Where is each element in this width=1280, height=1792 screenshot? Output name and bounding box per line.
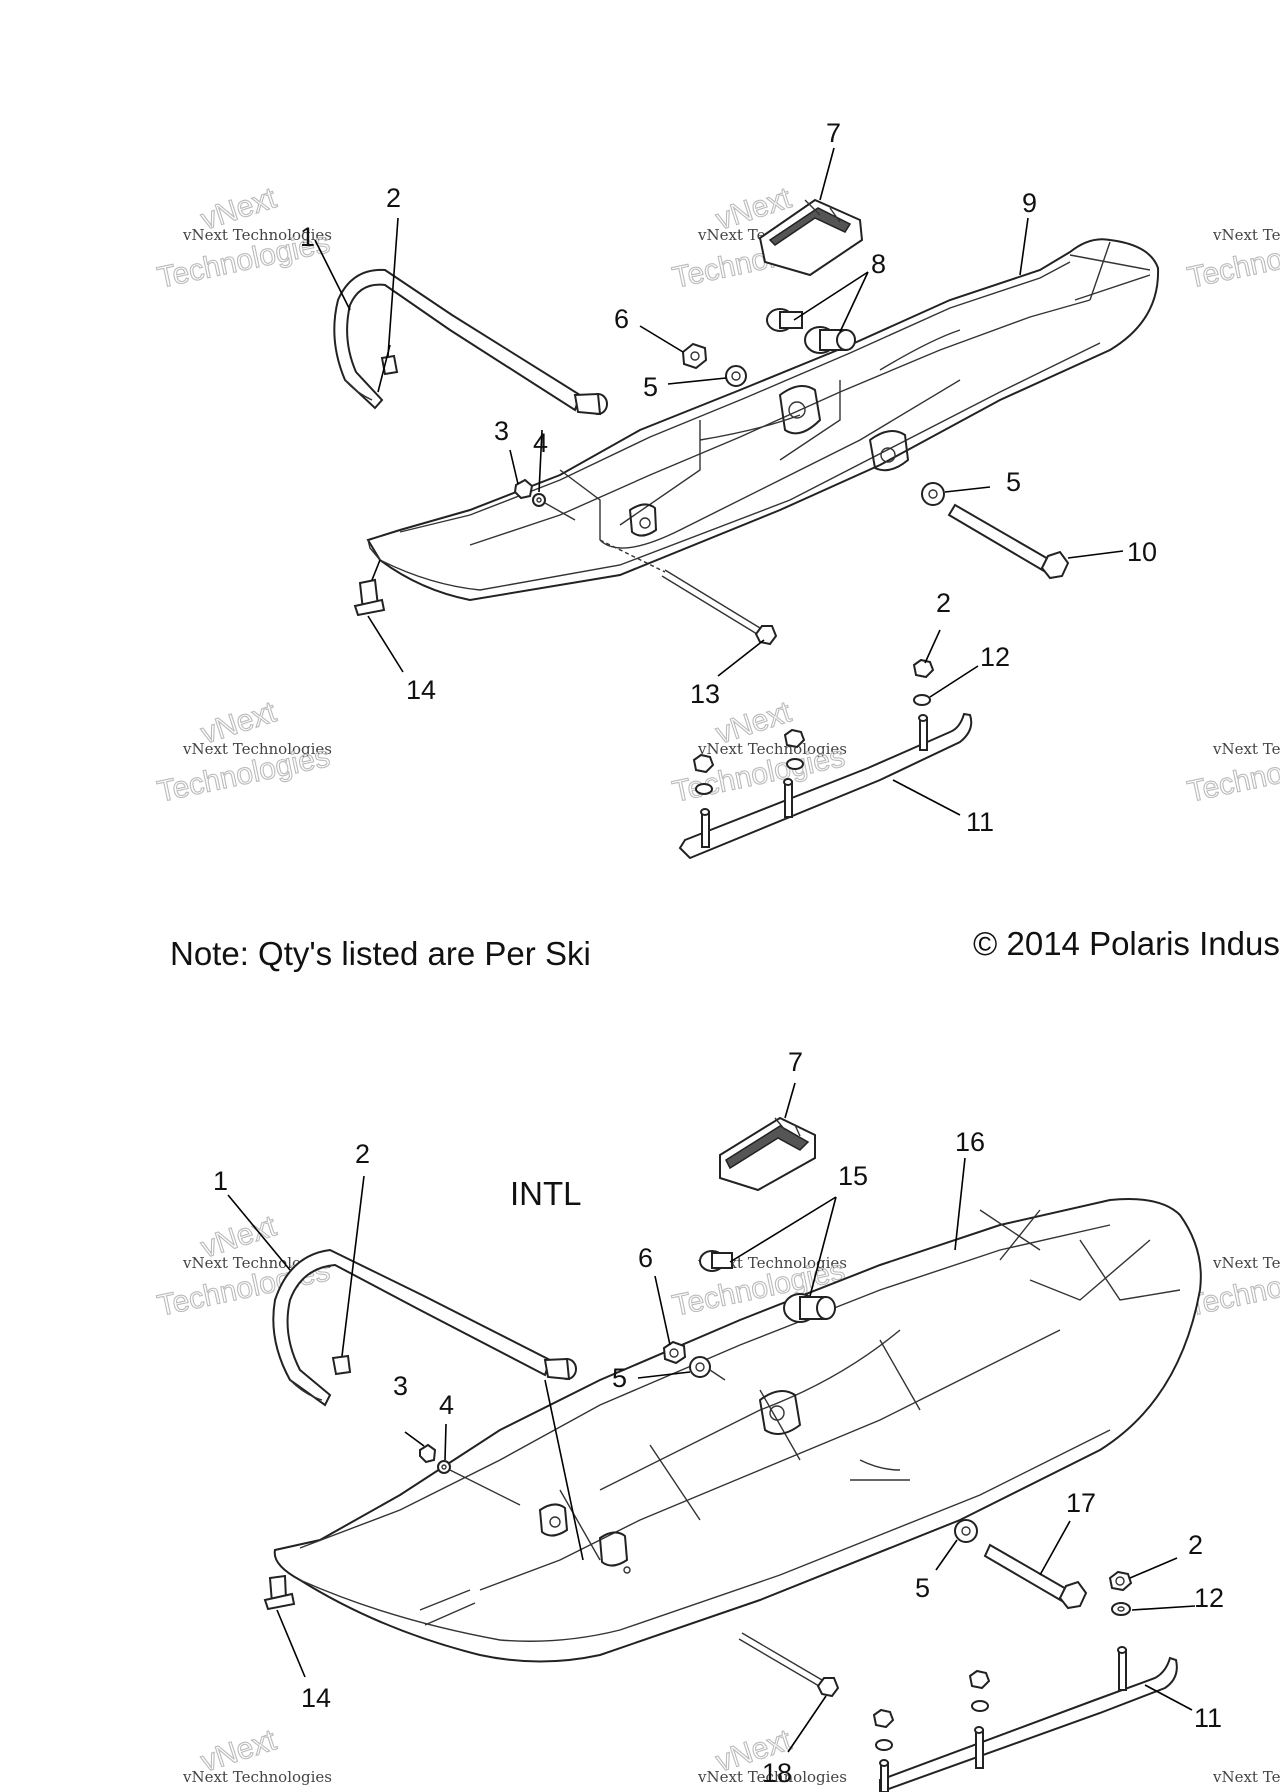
callout-7: 7	[826, 118, 841, 148]
carbide-runner-part-11	[678, 712, 973, 860]
callout-10: 10	[1127, 537, 1157, 567]
ski-body-part-9	[366, 238, 1160, 602]
nut-part-6	[681, 342, 708, 370]
runner-nuts	[872, 1669, 991, 1751]
hidden-line	[449, 1469, 521, 1506]
watermark-text: vNext Technologies	[1212, 740, 1280, 758]
watermark-text: vNext Technologies	[1212, 226, 1280, 244]
callout-14: 14	[406, 675, 436, 705]
bolt-part-18	[738, 1632, 840, 1698]
qty-note: Note: Qty's listed are Per Ski	[170, 935, 591, 972]
callout-6: 6	[614, 304, 629, 334]
callout-1: 1	[300, 222, 315, 252]
nut-part-3	[419, 1443, 437, 1464]
bolt-part-10	[947, 503, 1070, 580]
nut-part-6	[662, 1340, 687, 1365]
callout-11: 11	[1194, 1703, 1222, 1733]
watermark-text: vNext Technologies	[182, 740, 332, 758]
ski-body-part-16	[273, 1198, 1202, 1663]
washer-part-5-upper	[689, 1356, 711, 1378]
ski-pad-part-7	[719, 1116, 816, 1192]
watermark-text: vNext Technologies	[1212, 1768, 1280, 1786]
callout-4: 4	[533, 428, 548, 458]
callout-2: 2	[355, 1139, 370, 1169]
watermark-text: vNext Technologies	[182, 1768, 332, 1786]
watermark-text: vNext Technologies	[182, 226, 332, 244]
washer-part-12-right	[1111, 1602, 1131, 1616]
ski-handle-part-1	[272, 1248, 577, 1407]
callout-16: 16	[955, 1127, 985, 1157]
callout-3: 3	[494, 416, 509, 446]
intl-label: INTL	[510, 1175, 582, 1212]
callout-4: 4	[439, 1390, 454, 1420]
washer-part-4	[532, 493, 546, 507]
callout-17: 17	[1066, 1488, 1096, 1518]
bottom-ski-assembly-intl: 7 16 1 2 15 6 5 3 4 17 2 12 5 14 11 18	[213, 1047, 1224, 1792]
callout-5: 5	[1006, 467, 1021, 497]
pin-part-14	[263, 1574, 296, 1611]
callout-12: 12	[980, 642, 1010, 672]
leader-lines	[314, 147, 1124, 816]
watermark: vNext vNext Technologies Technologies	[154, 695, 333, 810]
pin-part-14	[353, 578, 386, 617]
callout-7: 7	[788, 1047, 803, 1077]
callout-14: 14	[301, 1683, 331, 1713]
callout-5: 5	[915, 1573, 930, 1603]
bolt-part-17	[983, 1543, 1088, 1610]
hidden-line	[709, 1369, 726, 1381]
ski-pad-part-7	[758, 198, 864, 277]
callout-5: 5	[612, 1363, 627, 1393]
ski-handle-part-1	[333, 268, 608, 416]
washer-part-5-lower	[921, 482, 945, 506]
watermark-text: vNext Technologies	[697, 740, 847, 758]
callout-15: 15	[838, 1161, 868, 1191]
bolt-part-13	[599, 539, 778, 646]
callout-6: 6	[638, 1243, 653, 1273]
copyright-notice: © 2014 Polaris Industr	[973, 925, 1280, 962]
handle-nut-part-2	[331, 1354, 352, 1376]
watermark: vNext Technologies	[1212, 1768, 1280, 1786]
callout-9: 9	[1022, 188, 1037, 218]
leader-lines	[227, 1082, 1196, 1753]
callout-3: 3	[393, 1371, 408, 1401]
callout-1: 1	[213, 1166, 228, 1196]
washer-part-4	[437, 1460, 451, 1474]
watermark-text: vNext Technologies	[697, 1768, 847, 1786]
top-ski-assembly: 1 2 7 9 8 6 5 3 4 5 10 2 12 14 13 11	[300, 118, 1160, 860]
washer-part-5-upper	[725, 365, 747, 387]
watermark: vNext vNext Technologies	[182, 1723, 332, 1786]
nut-part-3	[513, 478, 534, 500]
callout-2: 2	[386, 183, 401, 213]
callout-13: 13	[690, 679, 720, 709]
callout-12: 12	[1194, 1583, 1224, 1613]
carbide-runner-part-11	[879, 1646, 1178, 1792]
bushings-part-8	[766, 308, 856, 354]
callout-5: 5	[643, 372, 658, 402]
callout-11: 11	[966, 807, 994, 837]
callout-2: 2	[1188, 1530, 1203, 1560]
washer-part-5-lower	[954, 1519, 978, 1543]
callout-18: 18	[762, 1758, 792, 1788]
nut-part-2-right	[1108, 1570, 1133, 1592]
watermark-text: vNext Technologies	[1212, 1254, 1280, 1272]
callout-2: 2	[936, 588, 951, 618]
hidden-line	[544, 502, 576, 521]
watermark: vNext Technologies Technologies	[1184, 740, 1280, 810]
watermark: vNext Technologies Technologies	[1184, 226, 1280, 296]
callout-8: 8	[871, 249, 886, 279]
runner-nuts	[692, 658, 935, 795]
